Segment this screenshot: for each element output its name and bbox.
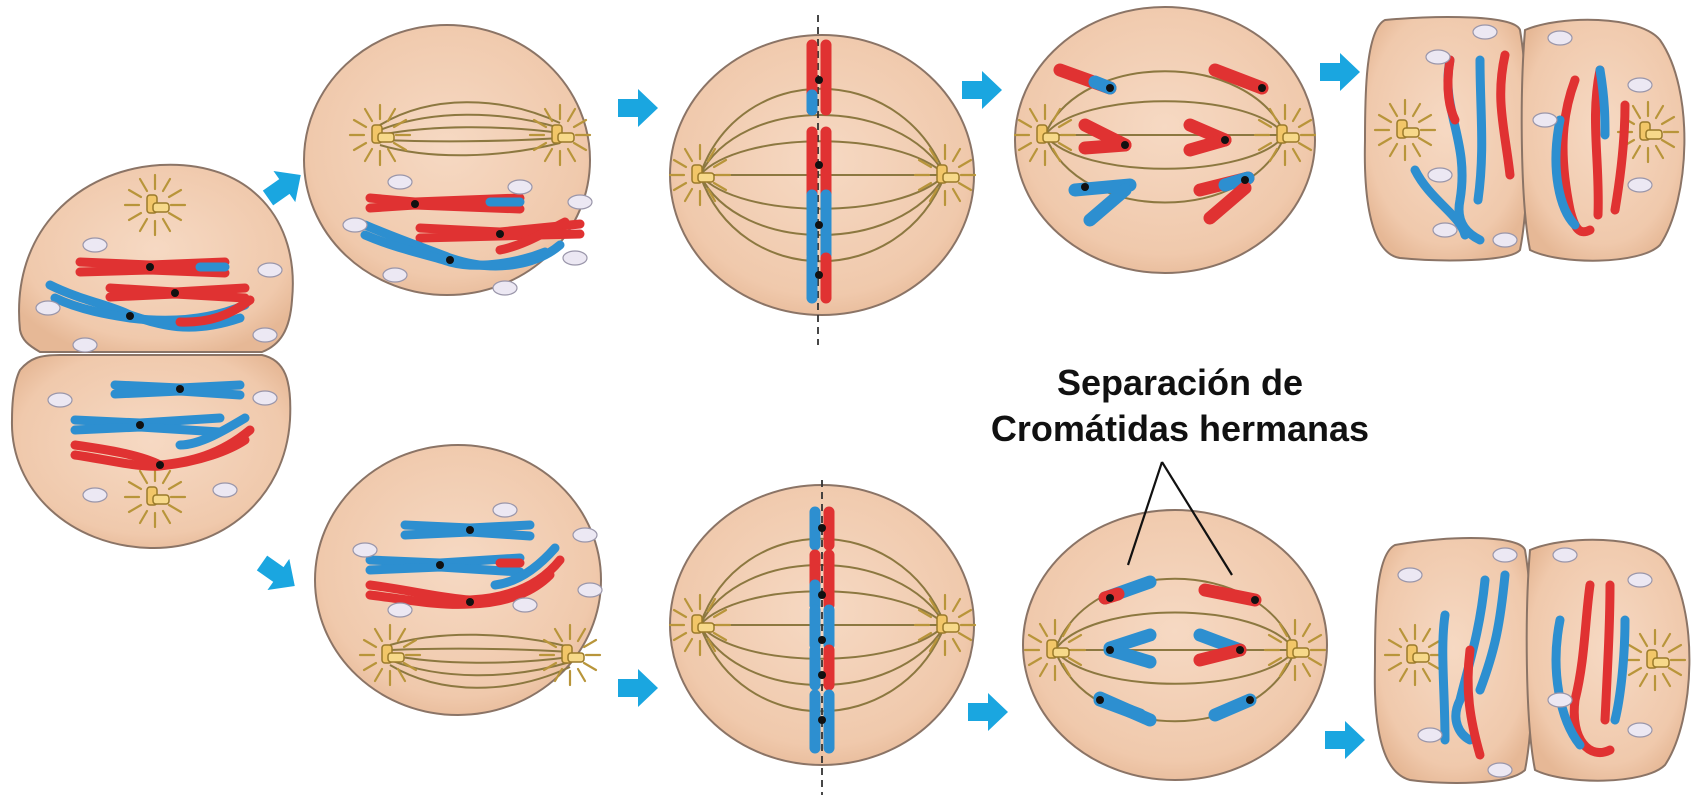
anaphase-ii-bottom-cell — [1023, 510, 1327, 780]
annotation-label: Separación de Cromátidas hermanas — [960, 360, 1400, 452]
annotation-line-1: Separación de — [960, 360, 1400, 406]
anaphase-ii-top-cell — [1015, 7, 1315, 273]
right-arrow-icon — [251, 547, 306, 601]
right-arrow-icon — [1325, 721, 1365, 759]
right-arrow-icon — [962, 71, 1002, 109]
right-arrow-icon — [1320, 53, 1360, 91]
right-arrow-icon — [618, 669, 658, 707]
metaphase-ii-top-cell — [670, 15, 975, 345]
right-arrow-icon — [618, 89, 658, 127]
telophase-ii-top-cells — [1365, 17, 1685, 261]
telophase-i-cell — [12, 165, 293, 548]
metaphase-ii-bottom-cell — [670, 480, 975, 795]
prophase-ii-bottom-cell — [315, 445, 602, 715]
telophase-ii-bottom-cells — [1375, 538, 1690, 783]
right-arrow-icon — [968, 693, 1008, 731]
annotation-line-2: Cromátidas hermanas — [960, 406, 1400, 452]
prophase-ii-top-cell — [304, 25, 592, 295]
